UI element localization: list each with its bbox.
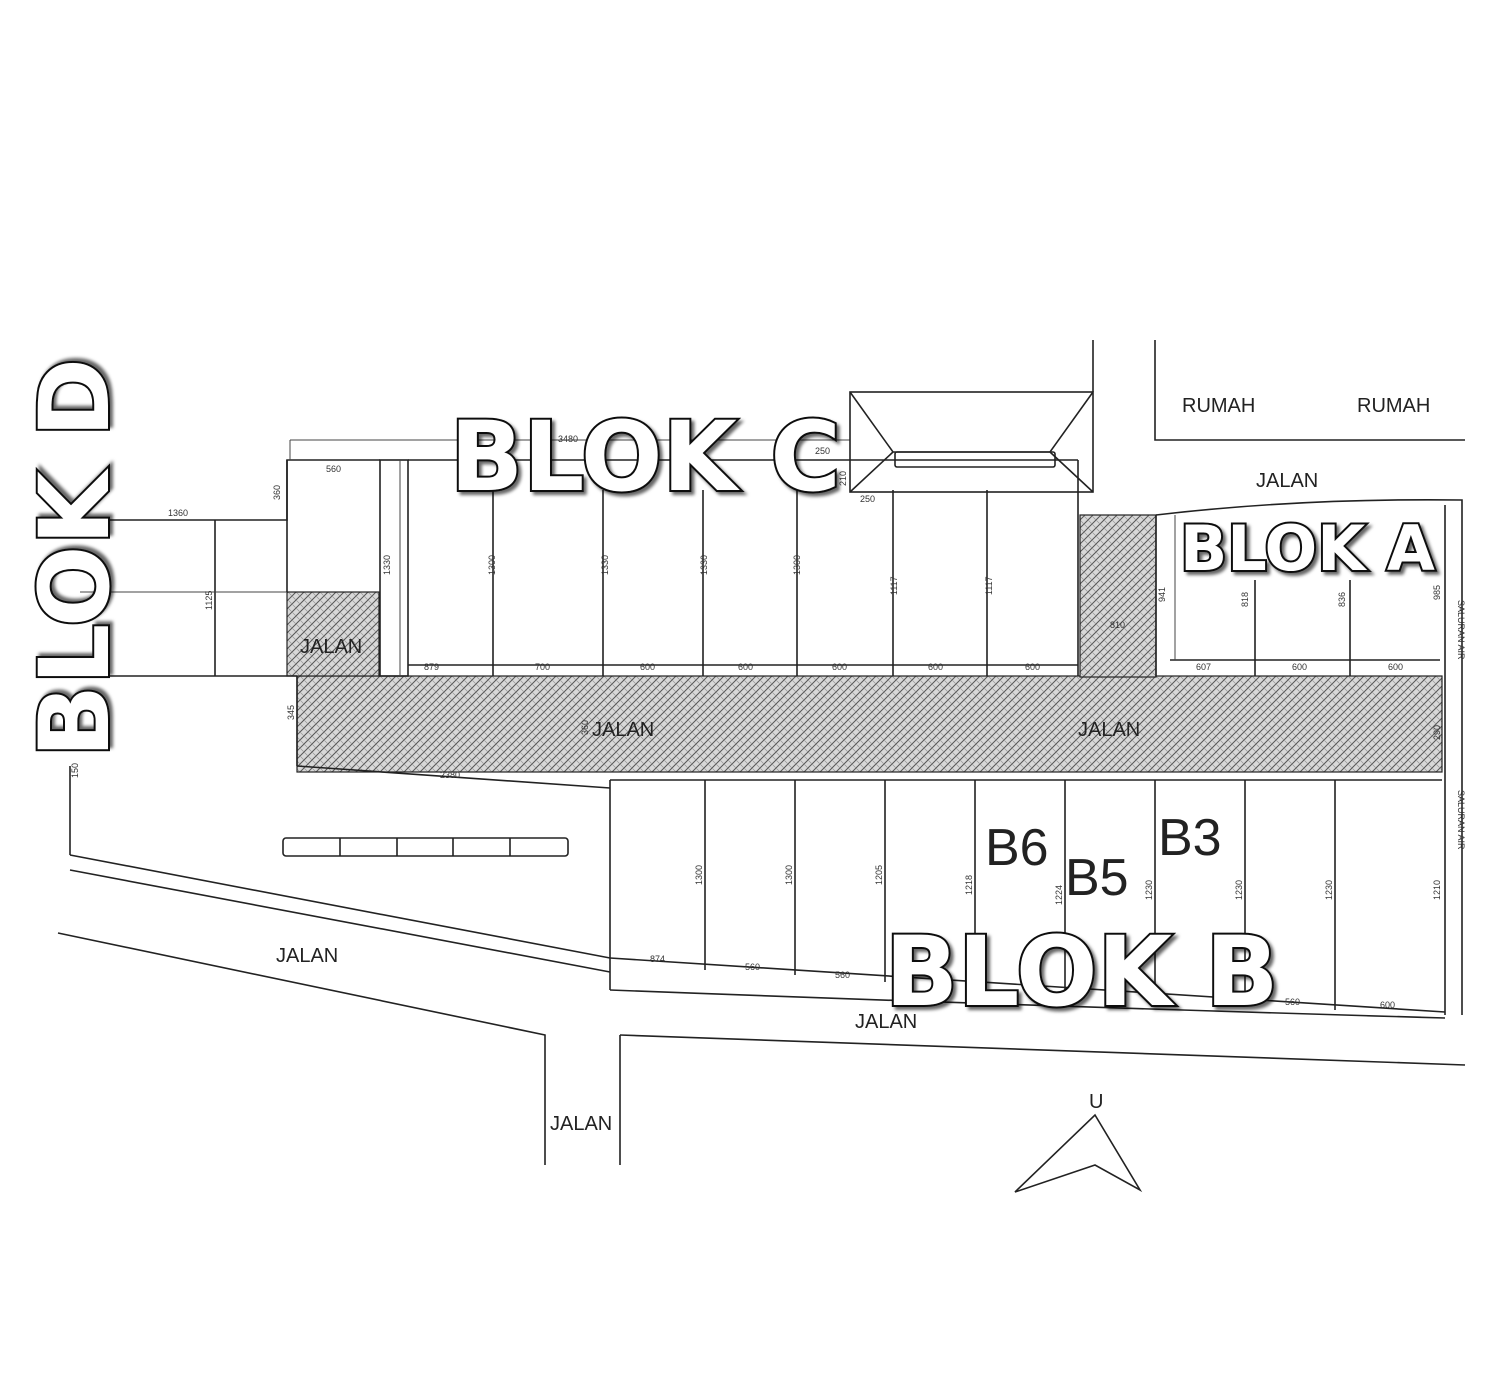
dim-a-width-1: 607 — [1196, 662, 1211, 672]
dim-a-inner: 810 — [1110, 620, 1125, 630]
blok-d-parcel — [69, 459, 380, 855]
dim-c-depth-4: 1330 — [699, 555, 709, 575]
dim-c-depth-5: 1300 — [792, 555, 802, 575]
dim-jalan-depth2: 360 — [580, 720, 590, 735]
dimension-labels: 1360 1125 150 560 360 3480 250 210 250 1… — [70, 434, 1442, 1010]
blok-c-parcel — [289, 340, 1094, 677]
road-label-bottom-exit: JALAN — [550, 1113, 612, 1135]
dim-d-height: 1125 — [204, 591, 214, 610]
north-label: U — [1089, 1091, 1103, 1113]
dim-c-width-2: 700 — [535, 662, 550, 672]
blok-b-title: BLOK B — [885, 916, 1279, 1028]
road-label-bottom-left: JALAN — [276, 945, 338, 967]
water-channel-label-1: SALURAN AIR — [1456, 600, 1466, 660]
dim-a-depth-3: 836 — [1337, 592, 1347, 607]
dim-b-depth-3: 1205 — [874, 865, 884, 885]
dim-b-width-5: 600 — [1380, 1000, 1395, 1010]
north-arrow-icon — [1014, 1113, 1143, 1193]
dim-a-side: 290 — [1432, 725, 1442, 740]
dim-c-depth-2: 1300 — [487, 555, 497, 575]
dim-d-side: 150 — [70, 763, 80, 778]
blok-a-parcel — [1154, 340, 1465, 1015]
dim-c-depth-7: 1117 — [984, 576, 994, 595]
dim-a-depth-4: 985 — [1432, 585, 1442, 600]
dim-c-width-1: 879 — [424, 662, 439, 672]
road-label-bottom-mid: JALAN — [855, 1011, 917, 1033]
dim-jalan-depth: 345 — [286, 705, 296, 720]
sign-bar — [282, 837, 569, 857]
dim-b-width-1: 874 — [650, 954, 665, 964]
dim-c-depth-1: 1330 — [382, 555, 392, 575]
dim-c-small3: 250 — [860, 494, 875, 504]
paved-roads — [286, 514, 1443, 773]
blok-c-title: BLOK C — [450, 401, 841, 513]
dim-c-width-5: 600 — [832, 662, 847, 672]
dim-b-depth-8: 1230 — [1324, 880, 1334, 900]
dim-c-width-3: 600 — [640, 662, 655, 672]
lot-b3: B3 — [1158, 809, 1222, 867]
lot-b6: B6 — [985, 819, 1049, 877]
house-label-2: RUMAH — [1357, 395, 1430, 417]
dim-c-small2: 210 — [838, 471, 848, 486]
dim-c-small1: 250 — [815, 446, 830, 456]
dim-c-span: 3480 — [558, 434, 578, 444]
dim-b-depth-2: 1300 — [784, 865, 794, 885]
dim-b-width-4: 560 — [1285, 997, 1300, 1007]
road-label-main-left: JALAN — [592, 719, 654, 741]
lot-b5: B5 — [1065, 849, 1129, 907]
dim-b-width-3: 560 — [835, 970, 850, 980]
dim-b-depth-6: 1230 — [1144, 880, 1154, 900]
house-label-1: RUMAH — [1182, 395, 1255, 417]
water-channel-label-2: SALURAN AIR — [1456, 790, 1466, 850]
dim-c-width-6: 600 — [928, 662, 943, 672]
dim-c-depth-6: 1117 — [889, 576, 899, 595]
dim-a-width-3: 600 — [1388, 662, 1403, 672]
dim-d-top: 560 — [326, 464, 341, 474]
dim-b-depth-4: 1218 — [964, 875, 974, 895]
dim-c-depth-3: 1330 — [600, 555, 610, 575]
dim-b-depth-1: 1300 — [694, 865, 704, 885]
dim-c-width-4: 600 — [738, 662, 753, 672]
dim-b-depth-9: 1210 — [1432, 880, 1442, 900]
dim-b-width-2: 560 — [745, 962, 760, 972]
dim-d-vert: 360 — [272, 485, 282, 500]
road-label-top-right: JALAN — [1256, 470, 1318, 492]
dim-b-depth-5: 1224 — [1054, 885, 1064, 905]
dim-a-width-2: 600 — [1292, 662, 1307, 672]
dim-jalan-length: 2380 — [440, 770, 460, 780]
dim-c-width-7: 600 — [1025, 662, 1040, 672]
dim-a-depth-2: 818 — [1240, 592, 1250, 607]
road-label-main-right: JALAN — [1078, 719, 1140, 741]
blok-a-title: BLOK A — [1180, 512, 1435, 585]
dim-b-depth-7: 1230 — [1234, 880, 1244, 900]
road-label-left-small: JALAN — [300, 636, 362, 658]
outer-roads — [57, 854, 1466, 1165]
dim-a-depth-1: 941 — [1157, 587, 1167, 602]
dim-d-width: 1360 — [168, 508, 188, 518]
blok-d-title: BLOK D — [19, 358, 131, 758]
